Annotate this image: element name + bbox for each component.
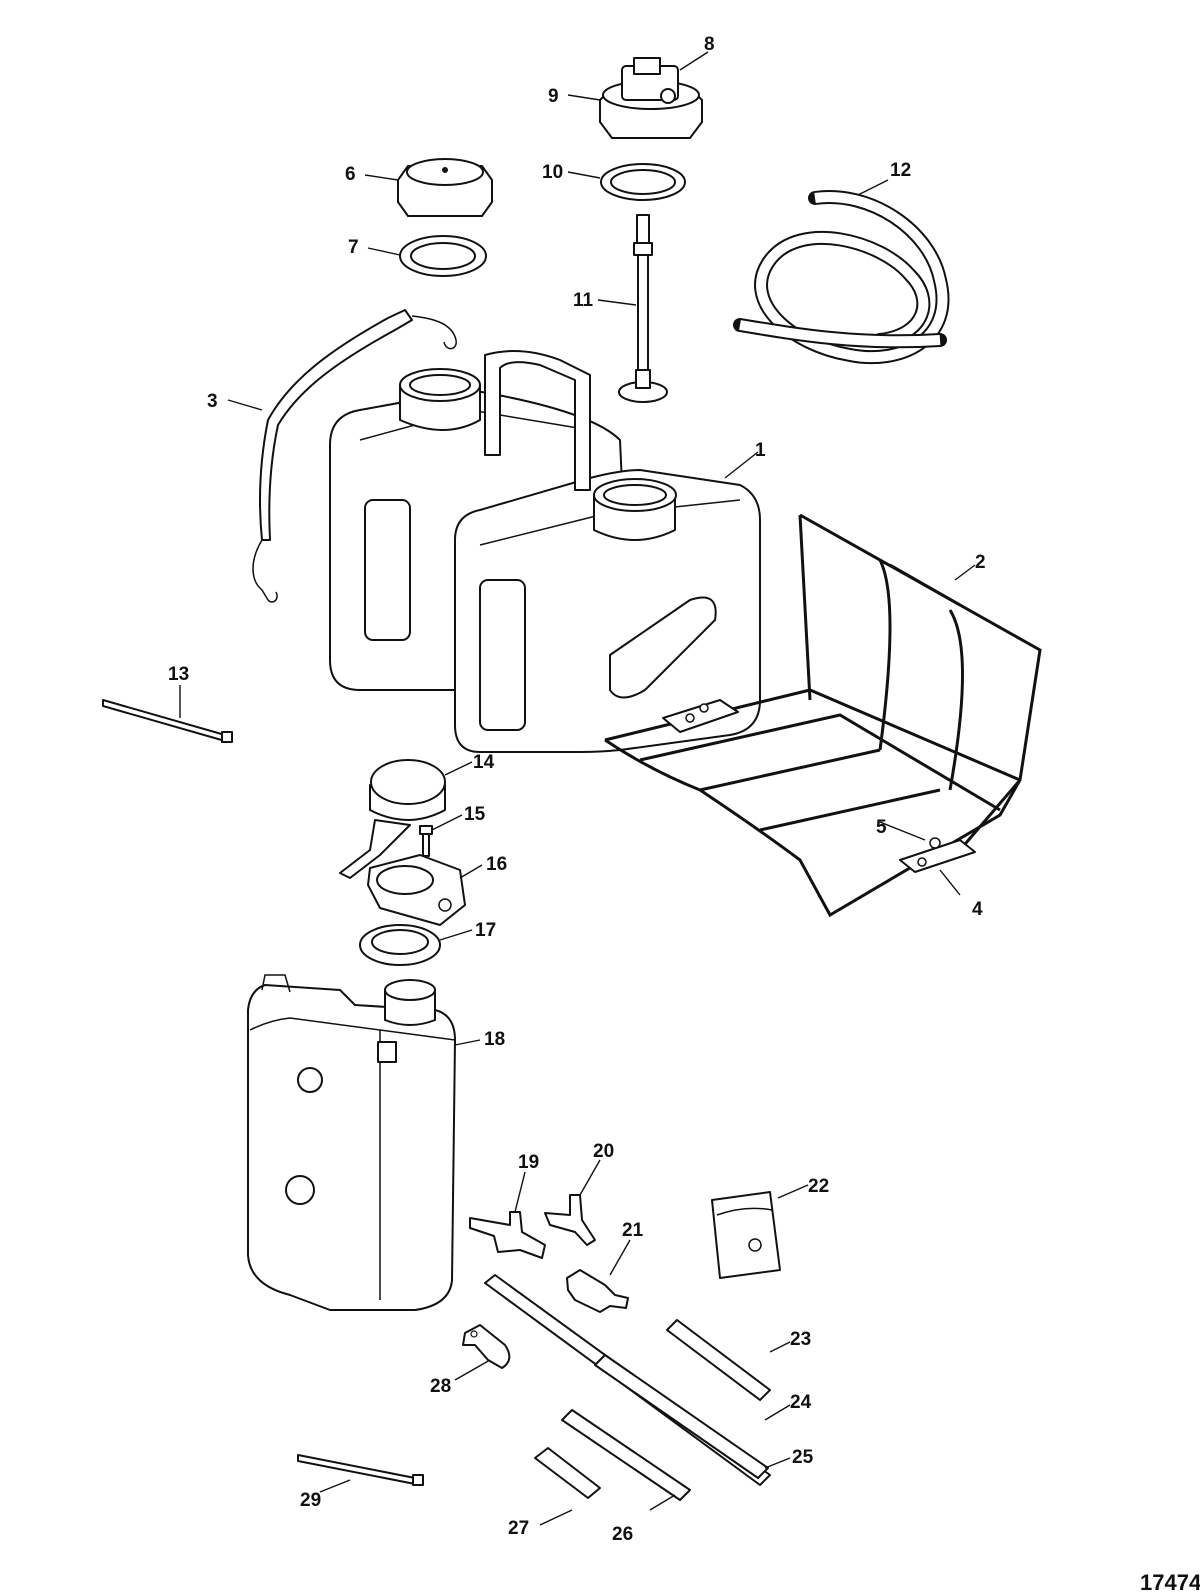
callout-13: 13 bbox=[168, 664, 189, 685]
part-cable-tie-29 bbox=[297, 1454, 424, 1486]
callout-24: 24 bbox=[790, 1392, 812, 1413]
part-oil-cap bbox=[339, 759, 446, 879]
callout-28: 28 bbox=[430, 1376, 451, 1397]
callout-6: 6 bbox=[345, 164, 356, 185]
callout-16: 16 bbox=[486, 854, 507, 875]
part-bracket-upper bbox=[662, 699, 739, 733]
part-hose-27 bbox=[534, 1447, 601, 1499]
part-strap bbox=[252, 309, 457, 603]
callout-14: 14 bbox=[473, 752, 495, 773]
callout-10: 10 bbox=[542, 162, 563, 183]
part-hose-24 bbox=[594, 1354, 769, 1479]
part-cable-tie-13 bbox=[102, 699, 233, 743]
callout-27: 27 bbox=[508, 1518, 529, 1539]
callout-1: 1 bbox=[755, 440, 766, 461]
figure-number: 17474 bbox=[1140, 1570, 1200, 1595]
part-screw bbox=[419, 825, 433, 857]
callout-23: 23 bbox=[790, 1329, 811, 1350]
callout-12: 12 bbox=[890, 160, 911, 181]
callout-17: 17 bbox=[475, 920, 496, 941]
part-fill-cap bbox=[397, 158, 493, 217]
callout-3: 3 bbox=[207, 391, 218, 412]
part-pickup-tube bbox=[618, 214, 668, 403]
part-ring-17 bbox=[359, 924, 441, 966]
part-gauge-cap bbox=[599, 57, 703, 139]
callout-20: 20 bbox=[593, 1141, 614, 1162]
callout-11: 11 bbox=[573, 290, 594, 311]
callout-9: 9 bbox=[548, 86, 559, 107]
part-dual-tank bbox=[329, 350, 761, 753]
callout-25: 25 bbox=[792, 1447, 814, 1468]
part-gasket-ring-7 bbox=[399, 235, 487, 277]
callout-18: 18 bbox=[484, 1029, 505, 1050]
part-hose-26 bbox=[561, 1409, 691, 1501]
callout-29: 29 bbox=[300, 1490, 321, 1511]
callout-22: 22 bbox=[808, 1176, 829, 1197]
part-tee-fitting-19 bbox=[469, 1211, 546, 1259]
callout-2: 2 bbox=[975, 552, 986, 573]
part-decal bbox=[711, 1191, 781, 1279]
part-coiled-hose bbox=[733, 190, 950, 365]
callout-26: 26 bbox=[612, 1524, 633, 1545]
leader-lines bbox=[179, 51, 976, 1526]
part-tee-fitting-20 bbox=[544, 1194, 596, 1246]
callout-19: 19 bbox=[518, 1152, 539, 1173]
part-clip bbox=[462, 1324, 511, 1369]
part-flange bbox=[367, 854, 466, 926]
part-oil-reservoir bbox=[247, 974, 456, 1311]
callout-7: 7 bbox=[348, 237, 359, 258]
part-hose-23 bbox=[666, 1319, 771, 1401]
part-bracket-lower bbox=[899, 837, 976, 873]
callout-labels: 8 9 10 6 7 12 11 3 1 2 13 14 15 16 5 4 1… bbox=[168, 34, 986, 1545]
callout-21: 21 bbox=[622, 1220, 644, 1241]
callout-4: 4 bbox=[972, 899, 983, 920]
part-gasket-ring-10 bbox=[600, 163, 686, 201]
callout-5: 5 bbox=[876, 817, 887, 838]
part-check-valve bbox=[566, 1269, 629, 1313]
callout-8: 8 bbox=[704, 34, 715, 55]
callout-15: 15 bbox=[464, 804, 486, 825]
